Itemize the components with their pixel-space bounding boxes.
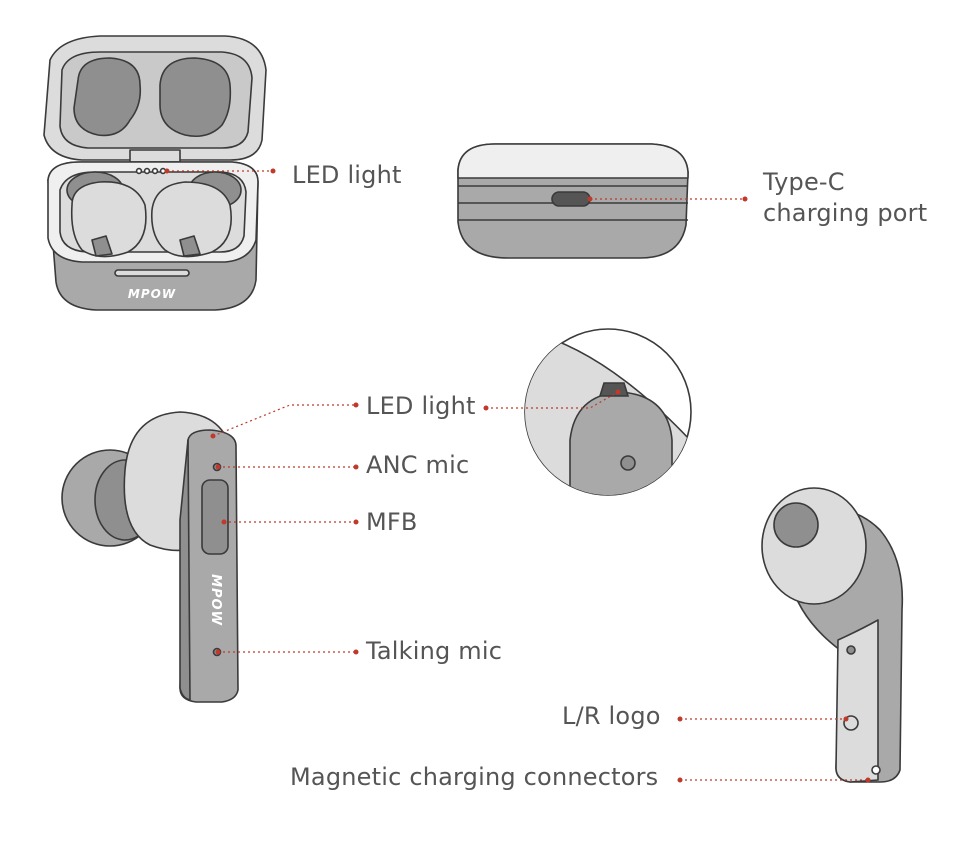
mag-mic-hole	[620, 455, 636, 471]
lid-cavity-left	[73, 57, 142, 137]
side-ear-tip	[761, 487, 867, 605]
charging-case-closed	[457, 143, 689, 259]
label-case-led-light: LED light	[292, 161, 402, 189]
label-type-c-line1: Type-C	[763, 168, 845, 196]
side-bud-stem-light	[835, 619, 879, 783]
case-bud-right-contact	[179, 235, 201, 257]
mag-stem	[569, 391, 673, 495]
label-type-c-charging-port: Type-C charging port	[763, 167, 963, 229]
leader-lines	[167, 170, 868, 781]
label-type-c-line2: charging port	[763, 199, 928, 228]
label-magnetic-charging-connectors: Magnetic charging connectors	[290, 763, 659, 791]
led-magnifier	[524, 328, 692, 496]
case-led-dot	[135, 167, 143, 175]
earbud-side	[761, 487, 904, 783]
earbud-front	[61, 411, 239, 703]
mag-led-window	[598, 382, 630, 397]
lid-cavity-right	[159, 57, 232, 138]
leader-mag-led	[486, 391, 619, 409]
side-ear-tip-hole	[773, 502, 819, 548]
side-mic-hole	[846, 645, 856, 655]
label-bud-led-light: LED light	[366, 392, 476, 420]
case-bud-left	[70, 181, 147, 258]
label-talking-mic: Talking mic	[366, 637, 503, 665]
label-mfb: MFB	[366, 508, 418, 536]
leader-bud-led	[212, 404, 356, 437]
magnetic-connector	[871, 765, 881, 775]
label-lr-logo: L/R logo	[562, 702, 661, 730]
mfb-touch-area	[201, 479, 229, 555]
type-c-port	[551, 191, 591, 207]
case-bud-left-contact	[91, 235, 113, 257]
case-brand-logo: MPOW	[128, 287, 176, 301]
stem-brand-logo: MPOW	[208, 574, 223, 626]
case-led-dot	[151, 167, 159, 175]
closed-case-top	[457, 143, 689, 179]
case-led-dot	[143, 167, 151, 175]
charging-case-open	[43, 35, 267, 311]
earbud-stem-shadow	[179, 439, 191, 701]
leader-dots	[164, 168, 871, 783]
case-bud-right	[150, 181, 232, 258]
case-hinge	[129, 149, 181, 163]
case-front-slot	[114, 269, 190, 277]
label-anc-mic: ANC mic	[366, 451, 470, 479]
